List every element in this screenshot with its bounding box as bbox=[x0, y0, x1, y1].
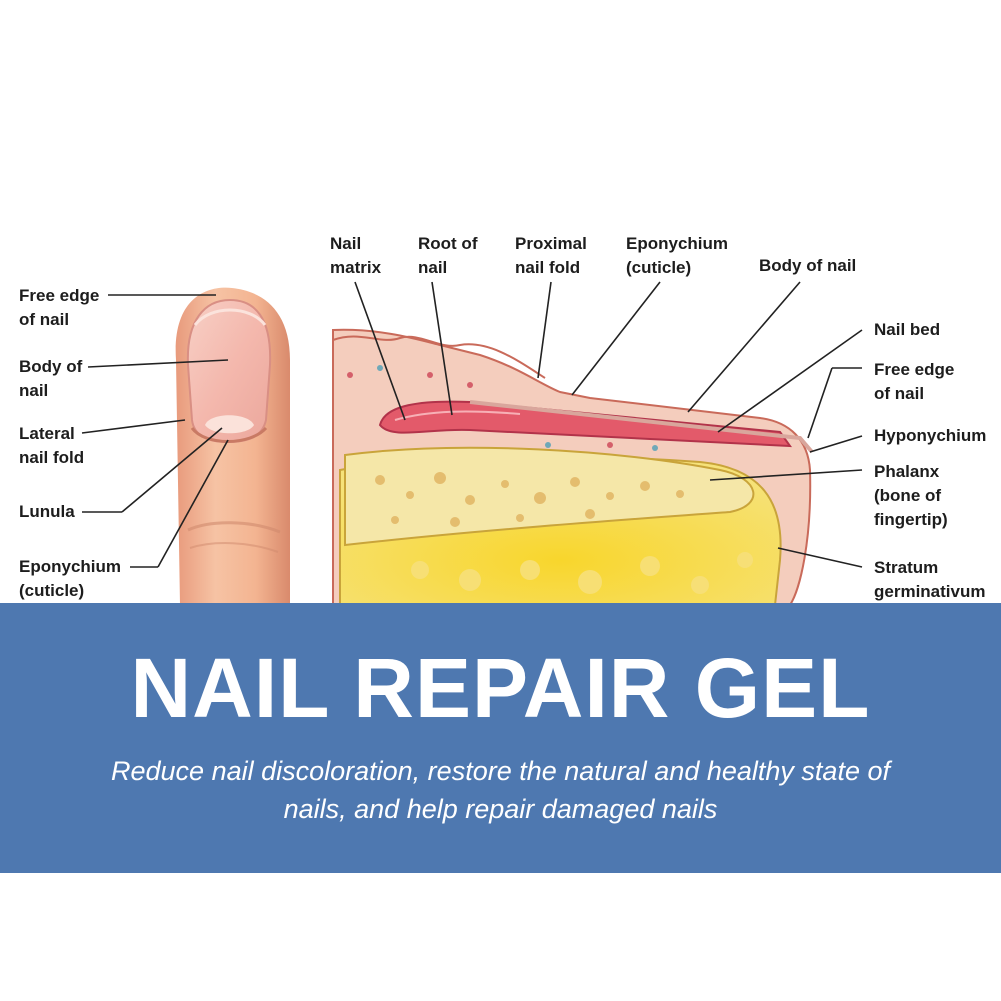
label-body-of-nail-finger: Body of nail bbox=[19, 357, 83, 400]
label-eponychium-section: Eponychium (cuticle) bbox=[626, 234, 729, 277]
label-free-edge-section: Free edge of nail bbox=[874, 360, 955, 403]
finger-illustration bbox=[81, 281, 863, 606]
label-lateral-nail-fold: Lateral nail fold bbox=[19, 424, 85, 467]
label-free-edge-finger: Free edge of nail bbox=[19, 286, 100, 329]
label-eponychium-finger: Eponychium (cuticle) bbox=[19, 557, 122, 600]
title-banner bbox=[0, 603, 1001, 873]
label-proximal-nail-fold: Proximal nail fold bbox=[515, 234, 587, 277]
banner-subtitle: Reduce nail discoloration, restore the n… bbox=[0, 752, 1001, 828]
label-lunula: Lunula bbox=[19, 502, 75, 521]
label-nail-matrix: Nail matrix bbox=[330, 234, 382, 277]
banner-title: NAIL REPAIR GEL bbox=[130, 641, 871, 735]
section-phalanx bbox=[344, 446, 755, 547]
lunula bbox=[205, 415, 254, 434]
label-body-of-nail: Body of nail bbox=[759, 256, 857, 275]
label-phalanx: Phalanx (bone of fingertip) bbox=[874, 462, 948, 529]
label-stratum-germinativum: Stratum germinativum bbox=[874, 558, 986, 601]
label-root-of-nail: Root of nail bbox=[418, 234, 478, 277]
subtitle-text: Reduce nail discoloration, restore the n… bbox=[111, 756, 890, 824]
label-hyponychium: Hyponychium bbox=[874, 426, 987, 445]
label-nail-bed: Nail bed bbox=[874, 320, 941, 339]
